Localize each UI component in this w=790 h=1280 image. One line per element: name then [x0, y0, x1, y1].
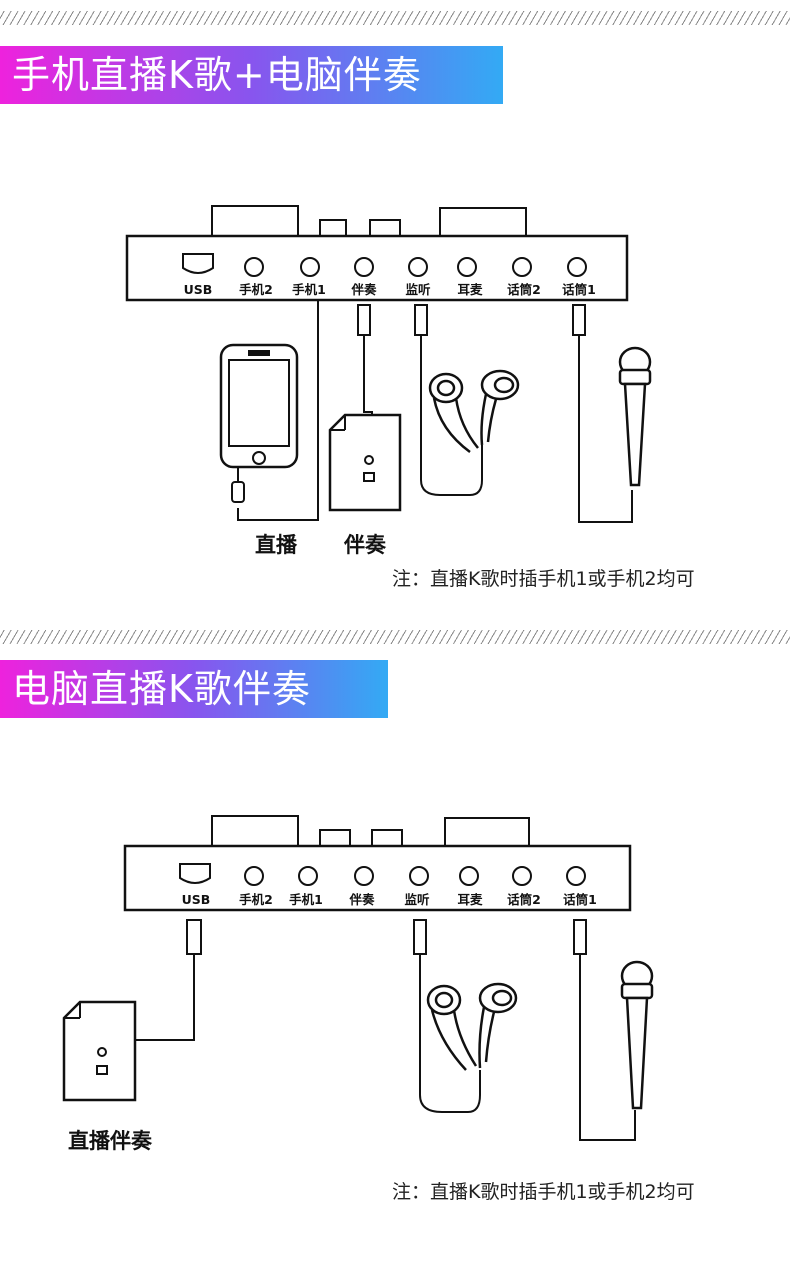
phone-cable — [237, 300, 319, 521]
phone-icon — [219, 343, 299, 469]
earphones-icon — [428, 369, 520, 454]
monitor-plug — [414, 304, 428, 336]
device-top-panel-left — [211, 815, 299, 847]
caption-live: 直播 — [255, 533, 298, 557]
section-2-note: 注：直播K歌时插手机1或手机2均可 — [392, 1181, 695, 1203]
audio-jack-icon — [512, 866, 532, 886]
earphone-cable — [419, 954, 481, 1113]
port-label-usb: USB — [184, 282, 213, 297]
microphone-icon — [618, 346, 652, 487]
port-label-usb: USB — [182, 892, 211, 907]
section-1-title: 手机直播K歌+电脑伴奏 — [12, 53, 422, 97]
port-label-phone1: 手机1 — [292, 282, 326, 297]
section-2-title: 电脑直播K歌伴奏 — [12, 667, 311, 711]
audio-jack-icon — [408, 257, 428, 277]
audio-jack-icon — [512, 257, 532, 277]
port-label-mic1: 话筒1 — [563, 892, 597, 907]
port-label-accompaniment: 伴奏 — [348, 892, 375, 907]
audio-jack-icon — [457, 257, 477, 277]
port-label-monitor: 监听 — [404, 892, 430, 907]
audio-jack-icon — [409, 866, 429, 886]
mic-plug — [573, 919, 587, 955]
usb-port-icon — [182, 253, 214, 274]
audio-jack-icon — [298, 866, 318, 886]
audio-jack-icon — [354, 866, 374, 886]
caption-accompaniment: 伴奏 — [343, 533, 387, 557]
audio-jack-icon — [244, 257, 264, 277]
usb-cable — [132, 954, 195, 1041]
accompaniment-plug — [357, 304, 371, 336]
monitor-plug — [413, 919, 427, 955]
device-top-knob-2 — [369, 219, 401, 237]
section-1-diagram: USB 手机2 手机1 伴奏 监听 耳麦 话筒2 话筒1 — [0, 190, 790, 610]
port-label-mic2: 话筒2 — [507, 892, 541, 907]
mic-plug — [572, 304, 586, 336]
audio-jack-icon — [567, 257, 587, 277]
connection-diagram-1: USB 手机2 手机1 伴奏 监听 耳麦 话筒2 话筒1 — [125, 205, 652, 557]
port-label-headset: 耳麦 — [457, 892, 483, 907]
device-top-panel-left — [211, 205, 299, 237]
section-1-note: 注：直播K歌时插手机1或手机2均可 — [392, 568, 695, 590]
port-label-accompaniment: 伴奏 — [350, 282, 377, 297]
phone-cable-plug — [231, 481, 245, 503]
audio-jack-icon — [244, 866, 264, 886]
connection-diagram-2: USB 手机2 手机1 伴奏 监听 耳麦 话筒2 话筒1 — [62, 815, 654, 1153]
top-stripe-divider — [0, 11, 790, 25]
audio-jacks — [244, 257, 587, 277]
device-top-knob-1 — [319, 829, 351, 847]
section-2-diagram: USB 手机2 手机1 伴奏 监听 耳麦 话筒2 话筒1 — [0, 790, 790, 1190]
computer-tower-icon — [62, 1000, 137, 1102]
section-2-banner: 电脑直播K歌伴奏 — [0, 660, 388, 718]
port-label-phone2: 手机2 — [239, 892, 273, 907]
accompaniment-cable — [363, 335, 373, 426]
port-label-mic2: 话筒2 — [507, 282, 541, 297]
mic-cable — [579, 954, 636, 1141]
device-top-knob-2 — [371, 829, 403, 847]
earphones-icon — [426, 982, 518, 1071]
audio-jack-icon — [300, 257, 320, 277]
usb-plug — [186, 919, 202, 955]
port-label-headset: 耳麦 — [457, 282, 483, 297]
device-top-panel-right — [439, 207, 527, 237]
section-1-banner: 手机直播K歌+电脑伴奏 — [0, 46, 503, 104]
audio-jacks — [244, 866, 586, 886]
port-label-monitor: 监听 — [405, 282, 431, 297]
port-label-phone1: 手机1 — [289, 892, 323, 907]
audio-jack-icon — [566, 866, 586, 886]
caption-live-accompaniment: 直播伴奏 — [68, 1129, 153, 1153]
usb-port-icon — [179, 863, 211, 884]
audio-jack-icon — [354, 257, 374, 277]
port-label-mic1: 话筒1 — [562, 282, 596, 297]
audio-jack-icon — [459, 866, 479, 886]
earphone-cable — [420, 335, 483, 496]
computer-tower-icon — [328, 413, 402, 512]
device-top-panel-right — [444, 817, 530, 847]
mic-cable — [578, 335, 633, 523]
microphone-icon — [620, 960, 654, 1110]
port-label-phone2: 手机2 — [239, 282, 273, 297]
middle-stripe-divider — [0, 630, 790, 644]
device-top-knob-1 — [319, 219, 347, 237]
